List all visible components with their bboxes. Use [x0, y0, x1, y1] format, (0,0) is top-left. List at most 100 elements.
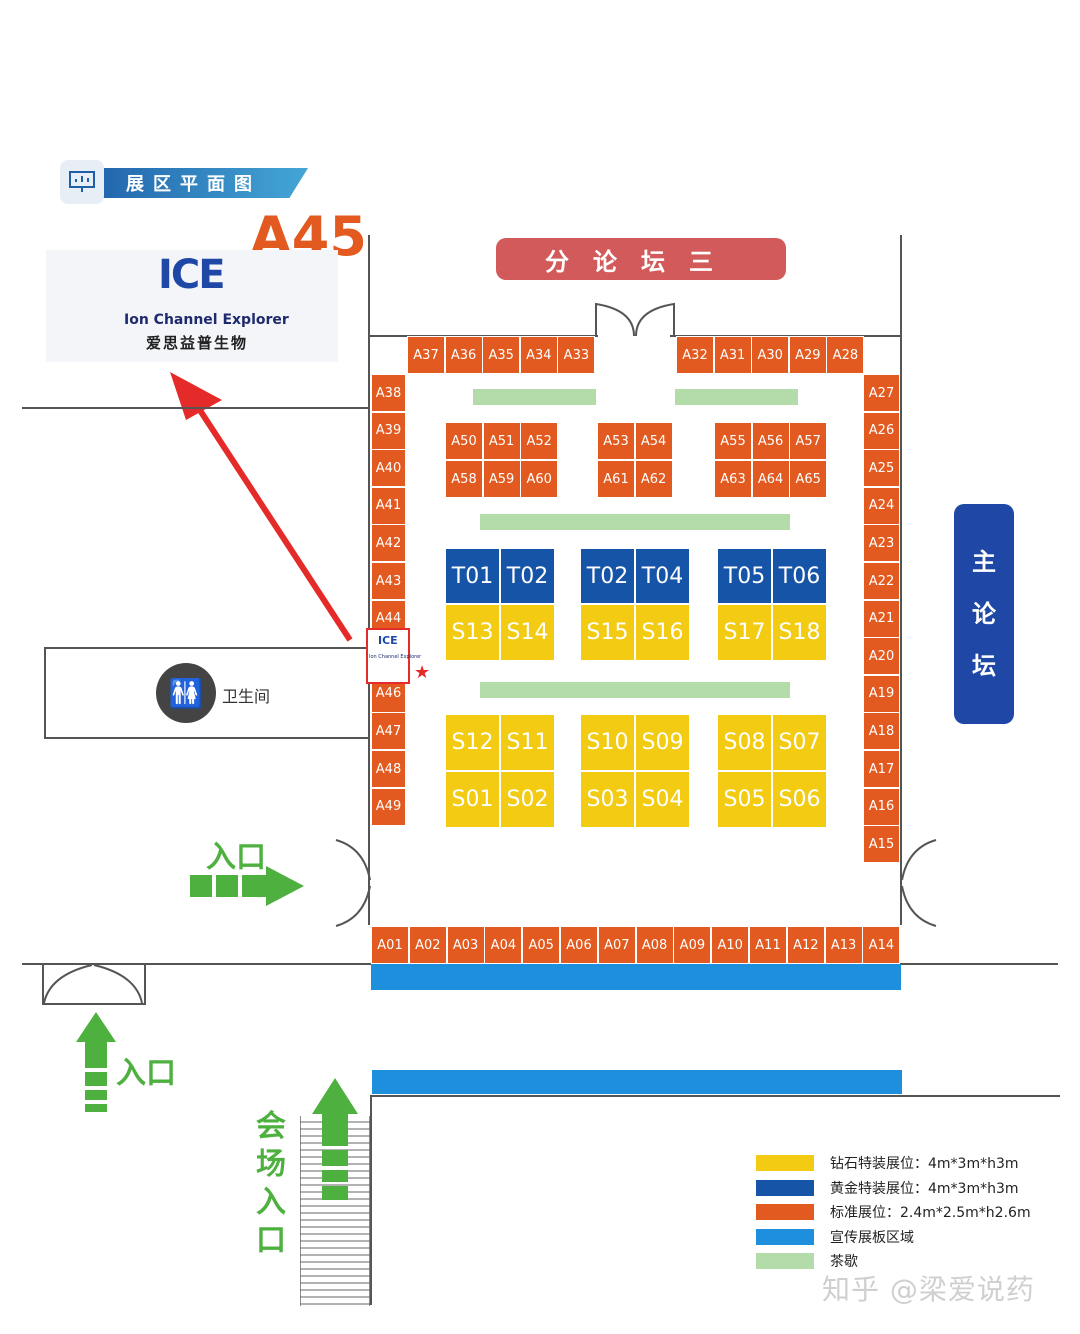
standard-booth-a08[interactable]: A08 — [635, 926, 674, 964]
exhibitor-name-en: Ion Channel Explorer — [124, 312, 289, 328]
standard-booth-a36[interactable]: A36 — [444, 336, 483, 374]
standard-booth-a65[interactable]: A65 — [789, 460, 828, 498]
diamond-booth-s06[interactable]: S06 — [772, 771, 827, 828]
standard-booth-a39[interactable]: A39 — [371, 411, 406, 450]
standard-booth-a21[interactable]: A21 — [863, 599, 900, 638]
diamond-booth-s13[interactable]: S13 — [445, 604, 500, 661]
standard-booth-a53[interactable]: A53 — [597, 422, 635, 460]
diamond-booth-s08[interactable]: S08 — [717, 714, 772, 771]
map-title-text: 展区平面图 — [126, 174, 261, 195]
legend-label: 钻石特装展位：4m*3m*h3m — [830, 1156, 1019, 1172]
standard-booth-a42[interactable]: A42 — [371, 524, 406, 563]
standard-booth-a16[interactable]: A16 — [863, 787, 900, 826]
standard-booth-a27[interactable]: A27 — [863, 374, 900, 412]
right-door — [901, 839, 937, 927]
standard-booth-a19[interactable]: A19 — [863, 674, 900, 713]
gold-booth-t04[interactable]: T04 — [635, 548, 690, 604]
standard-booth-a50[interactable]: A50 — [445, 422, 483, 460]
standard-booth-a29[interactable]: A29 — [788, 336, 827, 374]
standard-booth-a41[interactable]: A41 — [371, 486, 406, 525]
standard-booth-a33[interactable]: A33 — [557, 336, 596, 374]
standard-booth-a35[interactable]: A35 — [482, 336, 521, 374]
restroom-icon: 🚻 — [156, 663, 216, 723]
diamond-booth-s02[interactable]: S02 — [500, 771, 555, 828]
diamond-booth-s07[interactable]: S07 — [772, 714, 827, 771]
tea-break-area — [473, 389, 596, 405]
diamond-booth-s04[interactable]: S04 — [635, 771, 690, 828]
standard-booth-a01[interactable]: A01 — [371, 926, 409, 964]
standard-booth-a64[interactable]: A64 — [751, 460, 790, 498]
standard-booth-a15[interactable]: A15 — [863, 825, 900, 864]
standard-booth-a56[interactable]: A56 — [751, 422, 790, 460]
gold-booth-t05[interactable]: T05 — [717, 548, 772, 604]
standard-booth-a40[interactable]: A40 — [371, 449, 406, 488]
diamond-booth-s18[interactable]: S18 — [772, 604, 827, 661]
standard-booth-a02[interactable]: A02 — [408, 926, 447, 964]
exhibitor-name-cn: 爱思益普生物 — [146, 334, 249, 352]
standard-booth-a14[interactable]: A14 — [862, 926, 901, 964]
standard-booth-a18[interactable]: A18 — [863, 712, 900, 751]
standard-booth-a55[interactable]: A55 — [714, 422, 752, 460]
standard-booth-a51[interactable]: A51 — [482, 422, 521, 460]
standard-booth-a20[interactable]: A20 — [863, 637, 900, 676]
outer-door — [43, 964, 143, 1004]
standard-booth-a43[interactable]: A43 — [371, 562, 406, 600]
diamond-booth-s12[interactable]: S12 — [445, 714, 500, 771]
standard-booth-a61[interactable]: A61 — [597, 460, 635, 498]
legend-swatch — [756, 1155, 814, 1171]
a45-exhibitor-highlight[interactable]: ICE Ion Channel Explorer — [366, 628, 421, 684]
standard-booth-a34[interactable]: A34 — [519, 336, 558, 374]
main-forum-char-2: 论 — [972, 600, 996, 628]
diamond-booth-s03[interactable]: S03 — [580, 771, 635, 828]
standard-booth-a24[interactable]: A24 — [863, 486, 900, 525]
promo-board-area — [372, 1070, 902, 1094]
diamond-booth-s15[interactable]: S15 — [580, 604, 635, 661]
standard-booth-a09[interactable]: A09 — [673, 926, 712, 964]
standard-booth-a48[interactable]: A48 — [371, 750, 406, 788]
standard-booth-a57[interactable]: A57 — [789, 422, 828, 460]
standard-booth-a06[interactable]: A06 — [560, 926, 598, 964]
gold-booth-t06[interactable]: T06 — [772, 548, 827, 604]
standard-booth-a32[interactable]: A32 — [676, 336, 714, 374]
standard-booth-a58[interactable]: A58 — [445, 460, 483, 498]
standard-booth-a37[interactable]: A37 — [407, 336, 445, 374]
standard-booth-a62[interactable]: A62 — [634, 460, 673, 498]
standard-booth-a23[interactable]: A23 — [863, 524, 900, 563]
diamond-booth-s14[interactable]: S14 — [500, 604, 555, 661]
standard-booth-a31[interactable]: A31 — [713, 336, 752, 374]
diamond-booth-s16[interactable]: S16 — [635, 604, 690, 661]
standard-booth-a49[interactable]: A49 — [371, 787, 406, 826]
diamond-booth-s01[interactable]: S01 — [445, 771, 500, 828]
standard-booth-a60[interactable]: A60 — [520, 460, 559, 498]
standard-booth-a12[interactable]: A12 — [786, 926, 825, 964]
diamond-booth-s17[interactable]: S17 — [717, 604, 772, 661]
gold-booth-t02[interactable]: T02 — [580, 548, 635, 604]
standard-booth-a25[interactable]: A25 — [863, 449, 900, 488]
standard-booth-a26[interactable]: A26 — [863, 411, 900, 450]
standard-booth-a54[interactable]: A54 — [634, 422, 673, 460]
standard-booth-a52[interactable]: A52 — [520, 422, 559, 460]
standard-booth-a05[interactable]: A05 — [522, 926, 561, 964]
diamond-booth-s11[interactable]: S11 — [500, 714, 555, 771]
standard-booth-a13[interactable]: A13 — [824, 926, 863, 964]
standard-booth-a22[interactable]: A22 — [863, 562, 900, 600]
standard-booth-a47[interactable]: A47 — [371, 712, 406, 751]
standard-booth-a59[interactable]: A59 — [482, 460, 521, 498]
gold-booth-t02[interactable]: T02 — [500, 548, 555, 604]
standard-booth-a10[interactable]: A10 — [711, 926, 750, 964]
gold-booth-t01[interactable]: T01 — [445, 548, 500, 604]
standard-booth-a07[interactable]: A07 — [597, 926, 636, 964]
standard-booth-a04[interactable]: A04 — [484, 926, 523, 964]
standard-booth-a03[interactable]: A03 — [446, 926, 485, 964]
standard-booth-a38[interactable]: A38 — [371, 374, 406, 412]
legend-swatch — [756, 1179, 814, 1196]
diamond-booth-s10[interactable]: S10 — [580, 714, 635, 771]
standard-booth-a63[interactable]: A63 — [714, 460, 752, 498]
standard-booth-a17[interactable]: A17 — [863, 750, 900, 788]
standard-booth-a28[interactable]: A28 — [826, 336, 865, 374]
diamond-booth-s05[interactable]: S05 — [717, 771, 772, 828]
standard-booth-a11[interactable]: A11 — [749, 926, 787, 964]
diamond-booth-s09[interactable]: S09 — [635, 714, 690, 771]
standard-booth-a30[interactable]: A30 — [751, 336, 790, 374]
